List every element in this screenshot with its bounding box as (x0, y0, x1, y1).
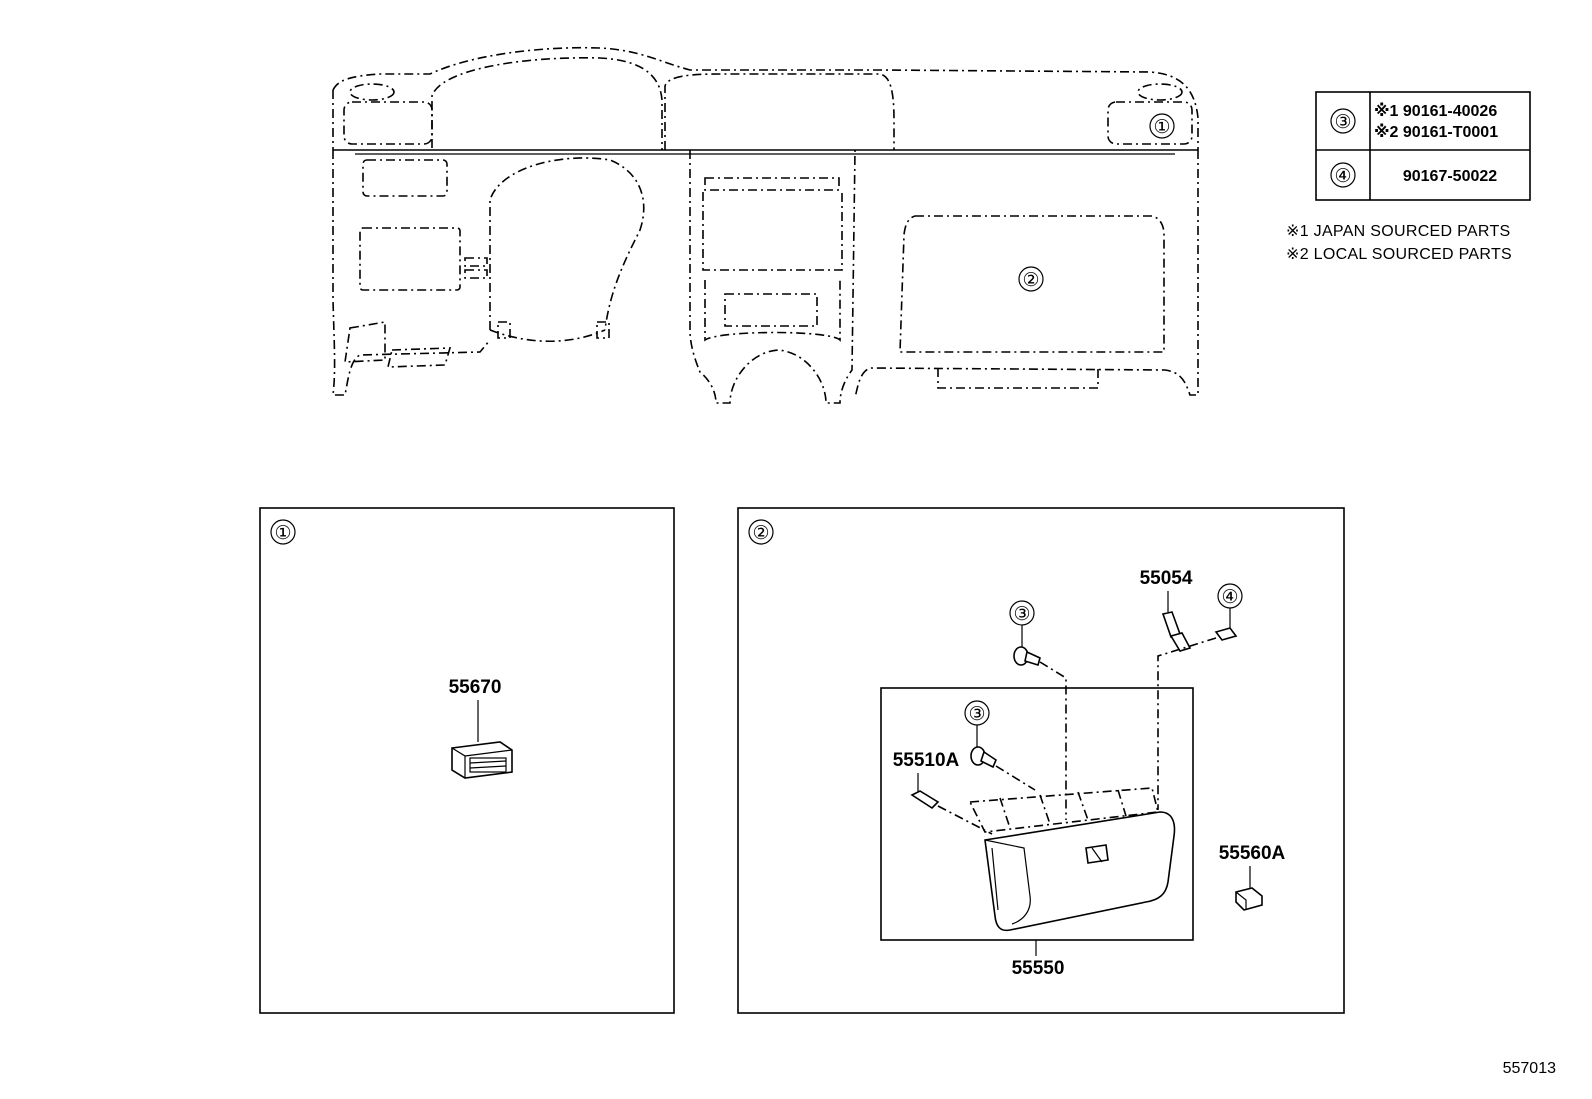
overview-callout-2: ② (1022, 269, 1039, 291)
screw-upper (1013, 646, 1041, 667)
parts-table: ③ ※1 90161-40026 ※2 90161-T0001 ④ 90167-… (1315, 91, 1531, 201)
clip-part (1214, 627, 1238, 641)
damper-part (1161, 611, 1192, 652)
table-row-1-line-1: ※1 90161-40026 (1374, 102, 1497, 120)
part-label-55560A: 55560A (1219, 843, 1286, 864)
box1-callout: ① (274, 522, 291, 544)
table-row-1-ref: ③ (1334, 111, 1351, 133)
part-label-55670: 55670 (449, 677, 502, 698)
overview-callout-1: ① (1153, 116, 1170, 138)
table-row-1-line-2: ※2 90161-T0001 (1374, 123, 1498, 141)
note-local-sourced: ※2 LOCAL SOURCED PARTS (1286, 246, 1512, 263)
table-row-2-line-1: 90167-50022 (1403, 168, 1497, 185)
part-label-55550: 55550 (1012, 958, 1065, 979)
dashboard-overview: ① ② (332, 46, 1199, 404)
screw-ref-lower: ③ (968, 703, 985, 725)
clip-ref: ④ (1221, 586, 1238, 608)
screw-lower (970, 746, 997, 769)
figure-number: 557013 (1503, 1060, 1556, 1077)
detail-box-1: ① 55670 (259, 507, 675, 1014)
part-label-55510A: 55510A (893, 750, 960, 771)
screw-ref-upper: ③ (1013, 603, 1030, 625)
box2-callout: ② (752, 522, 769, 544)
vent-part (451, 741, 513, 779)
part-label-55054: 55054 (1140, 568, 1193, 589)
detail-box-2: ② ③ 55054 ④ ③ (737, 507, 1345, 1014)
note-japan-sourced: ※1 JAPAN SOURCED PARTS (1286, 223, 1511, 240)
table-row-2-ref: ④ (1334, 165, 1351, 187)
hinge-part (910, 790, 940, 810)
lock-part (1235, 887, 1263, 911)
glovebox-part (968, 787, 1176, 932)
